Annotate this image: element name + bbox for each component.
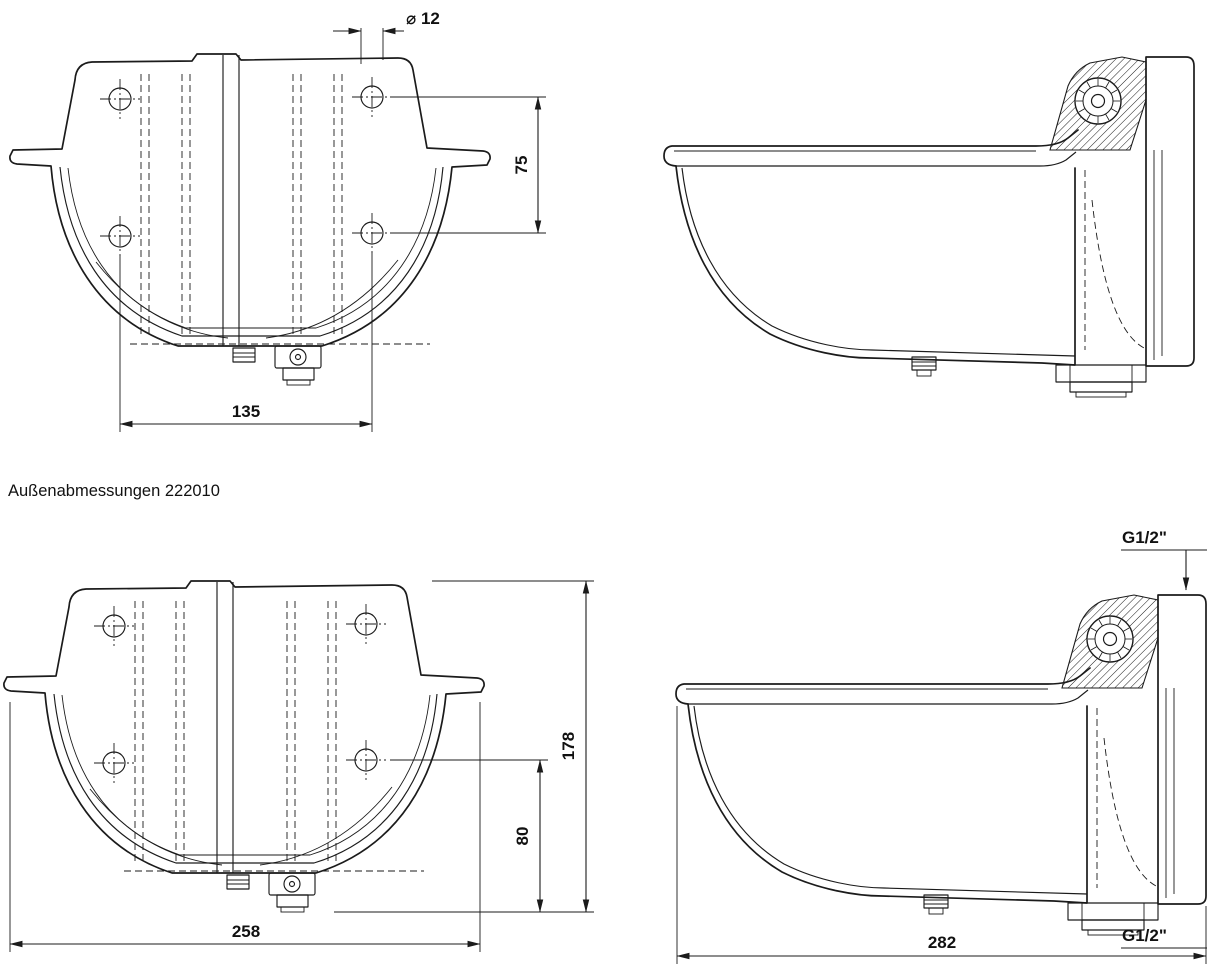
dims-side-bottom: G1/2" G1/2" 282 [676, 528, 1207, 964]
dims-front-bottom: 178 80 258 [9, 580, 594, 952]
dim-178-label: 178 [559, 732, 578, 760]
side-view-bottom [675, 594, 1207, 936]
drawing-title: Außenabmessungen 222010 [8, 482, 220, 500]
dim-282-label: 282 [928, 933, 956, 952]
dim-258-label: 258 [232, 922, 260, 941]
dims-front-top: ⌀ 12 75 135 [119, 9, 546, 432]
front-view-top [9, 53, 491, 386]
front-view-bottom [3, 580, 485, 913]
side-view-top [663, 56, 1195, 398]
thread-top-label: G1/2" [1122, 528, 1167, 547]
dim-hole-diameter-label: ⌀ 12 [406, 9, 440, 28]
dim-80-label: 80 [513, 827, 532, 846]
dim-135-label: 135 [232, 402, 260, 421]
dim-75-label: 75 [512, 156, 531, 175]
thread-bottom-label: G1/2" [1122, 926, 1167, 945]
